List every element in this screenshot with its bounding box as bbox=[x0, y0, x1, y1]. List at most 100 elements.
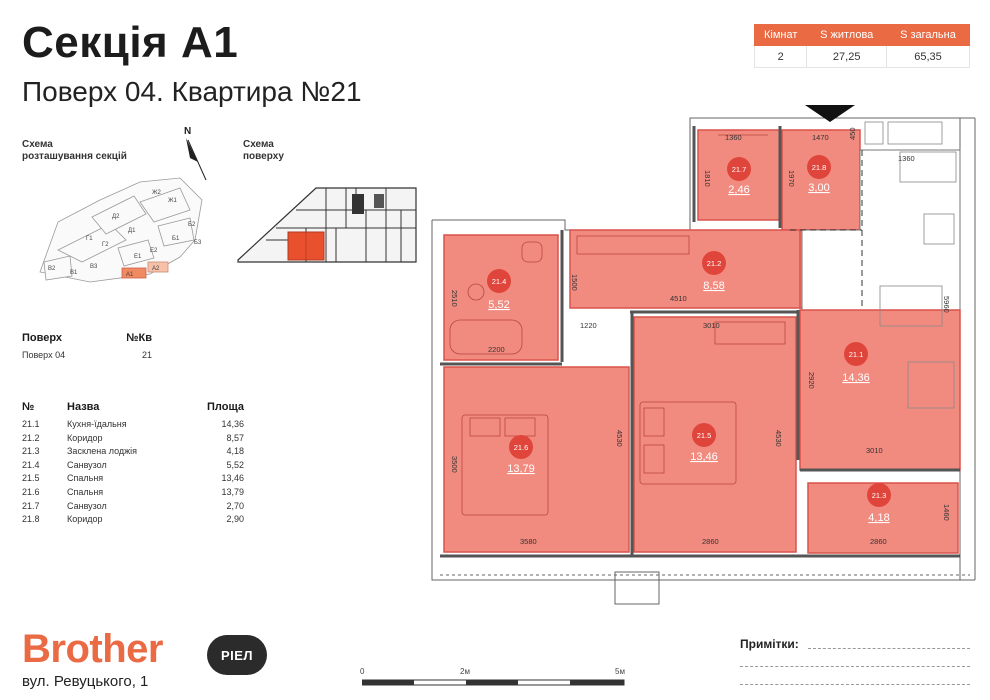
summary-header-total: S загальна bbox=[885, 24, 971, 46]
dimension-labels: 1360 1470 450 1360 1810 1970 2510 1500 4… bbox=[450, 127, 951, 546]
section-label: A1 bbox=[126, 272, 134, 278]
stair-core bbox=[352, 194, 364, 214]
room-21-4 bbox=[443, 234, 559, 361]
dimension: 2200 bbox=[488, 345, 505, 354]
dimension: 450 bbox=[848, 127, 857, 140]
section-label: Е1 bbox=[134, 254, 142, 260]
north-label: N bbox=[184, 126, 191, 137]
sections-scheme-title-line1: Схема bbox=[22, 139, 53, 150]
room-labels: 21.7 2,46 21.8 3,00 21.4 5,52 21.2 8,58 … bbox=[487, 155, 891, 524]
rooms-header-area: Площа bbox=[206, 401, 244, 413]
entrance-marker-icon bbox=[805, 105, 855, 122]
kitchen-furniture bbox=[864, 121, 957, 409]
brand-badge: РІЕЛ bbox=[207, 635, 267, 675]
room-area: 4,18 bbox=[226, 446, 244, 457]
scale-label: 2м bbox=[460, 667, 470, 676]
scale-bar: 0 2м 5м bbox=[360, 667, 630, 695]
table-row: 21.1 Кухня-їдальня 14,36 bbox=[22, 418, 244, 432]
section-label: Б3 bbox=[194, 240, 202, 246]
section-a2-highlight bbox=[147, 261, 169, 273]
room-id-label: 21.7 bbox=[732, 165, 747, 174]
room-area: 2,90 bbox=[226, 514, 244, 525]
floor-scheme-title: Схема поверху bbox=[243, 139, 284, 163]
dimension: 1360 bbox=[898, 154, 915, 163]
floor-scheme-title-line2: поверху bbox=[243, 151, 284, 162]
room-number: 21.6 bbox=[22, 486, 40, 497]
room-name: Коридор bbox=[67, 514, 103, 525]
room-shapes bbox=[443, 129, 959, 554]
dimension: 3010 bbox=[866, 446, 883, 455]
sections-scheme-title: Схема розташування секцій bbox=[22, 139, 127, 163]
room-name: Спальня bbox=[67, 473, 104, 484]
furniture bbox=[449, 134, 786, 516]
room-id-label: 21.2 bbox=[707, 259, 722, 268]
floor-scheme bbox=[237, 187, 417, 263]
room-id-label: 21.5 bbox=[697, 431, 712, 440]
dimension: 1470 bbox=[812, 133, 829, 142]
room-id-label: 21.3 bbox=[872, 491, 887, 500]
room-area: 14,36 bbox=[221, 419, 244, 429]
summary-total-value: 65,35 bbox=[885, 45, 971, 68]
dimension: 4530 bbox=[774, 430, 783, 447]
room-id-label: 21.4 bbox=[492, 277, 507, 286]
room-21-8 bbox=[781, 129, 861, 231]
rooms-header-number: № bbox=[22, 401, 35, 413]
room-name: Засклена лоджія bbox=[67, 446, 138, 457]
dimension: 5960 bbox=[942, 296, 951, 313]
room-area: 13,79 bbox=[221, 486, 244, 497]
section-label: Е2 bbox=[150, 248, 158, 254]
notes-label: Примітки: bbox=[740, 637, 799, 651]
scale-bar-graphic bbox=[362, 679, 625, 686]
section-label: Ж2 bbox=[152, 190, 162, 196]
room-id-label: 21.8 bbox=[812, 163, 827, 172]
room-area-label: 14,36 bbox=[842, 372, 870, 384]
room-name: Спальня bbox=[67, 486, 104, 497]
site-buildings bbox=[39, 177, 203, 283]
room-area-label: 4,18 bbox=[868, 512, 889, 524]
room-21-6 bbox=[443, 366, 630, 553]
room-area: 5,52 bbox=[226, 459, 244, 470]
floor-info-apt: 21 bbox=[141, 350, 152, 360]
dimension: 1500 bbox=[570, 274, 579, 291]
plan-walls bbox=[440, 126, 960, 558]
section-label: Б2 bbox=[188, 222, 196, 228]
room-area-label: 13,46 bbox=[690, 451, 718, 463]
brand-logo: Brother bbox=[22, 627, 163, 671]
room-number: 21.1 bbox=[22, 419, 40, 429]
room-area-label: 2,46 bbox=[728, 184, 749, 196]
room-area-label: 3,00 bbox=[808, 182, 829, 194]
sections-scheme-title-line2: розташування секцій bbox=[22, 151, 127, 162]
summary-living-value: 27,25 bbox=[806, 45, 887, 68]
note-line bbox=[740, 666, 970, 667]
room-id-label: 21.6 bbox=[514, 443, 529, 452]
section-a1-highlight bbox=[121, 267, 147, 279]
floor-info-floor-header: Поверх bbox=[22, 332, 63, 344]
summary-rooms-value: 2 bbox=[753, 45, 808, 68]
dimension: 1810 bbox=[703, 170, 712, 187]
dimension: 2920 bbox=[807, 372, 816, 389]
page-subtitle: Поверх 04. Квартира №21 bbox=[22, 76, 362, 107]
room-number: 21.5 bbox=[22, 473, 40, 484]
dimension: 2860 bbox=[702, 537, 719, 546]
table-row: 21.6 Спальня 13,79 bbox=[22, 486, 244, 500]
room-area-label: 5,52 bbox=[488, 299, 509, 311]
room-area-label: 8,58 bbox=[703, 280, 724, 292]
room-name: Кухня-їдальня bbox=[67, 419, 127, 429]
room-number: 21.4 bbox=[22, 459, 40, 470]
section-label: Д2 bbox=[112, 214, 120, 220]
room-area: 2,70 bbox=[226, 500, 244, 511]
floor-info: Поверх №Кв Поверх 04 21 bbox=[22, 332, 152, 360]
north-line bbox=[187, 139, 207, 181]
sections-site-scheme: N A1 A2 B1 B2 B3 Б1 Б2 Б3 Г1 Г2 Д1 Д2 Ж1… bbox=[39, 126, 207, 283]
scale-label: 0 bbox=[360, 667, 365, 676]
dimension: 3580 bbox=[520, 537, 537, 546]
note-line bbox=[808, 648, 970, 649]
section-label: Б1 bbox=[172, 236, 180, 242]
room-area: 8,57 bbox=[226, 432, 244, 443]
summary-header-living: S житлова bbox=[806, 24, 887, 46]
